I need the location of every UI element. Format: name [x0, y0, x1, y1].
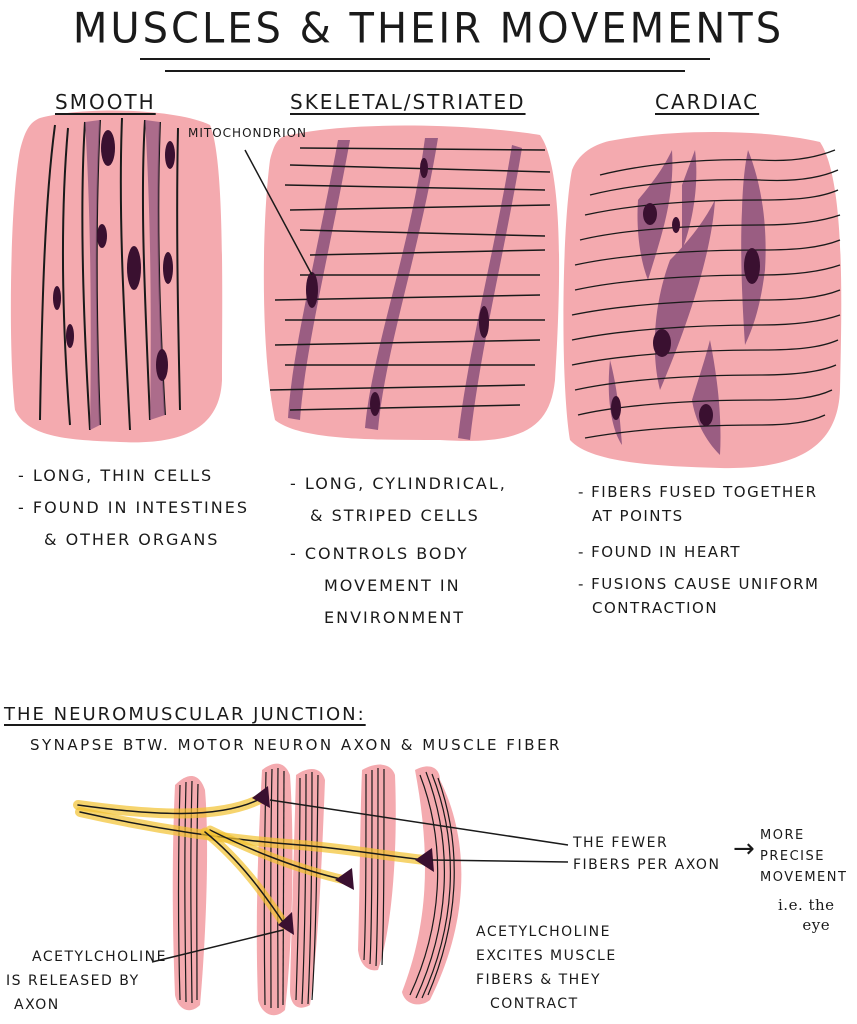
excites-label: ACETYLCHOLINE EXCITES MUSCLE FIBERS & TH… [476, 920, 617, 1016]
example-line-2: eye [802, 916, 831, 934]
skeletal-nuclei [306, 158, 489, 416]
precise-line-1: MORE [760, 828, 805, 843]
smooth-heading: SMOOTH [55, 90, 156, 114]
smooth-muscle-illustration [10, 110, 223, 443]
excites-line-3: FIBERS & THEY [476, 972, 602, 988]
smooth-fibers [39, 117, 181, 431]
example-line-1: i.e. the [778, 896, 835, 914]
arrow-icon: → [733, 834, 757, 864]
cardiac-notes: - FIBERS FUSED TOGETHER AT POINTS - FOUN… [578, 476, 819, 624]
cardiac-note-1: - FIBERS FUSED TOGETHER [578, 483, 818, 501]
released-label: ACETYLCHOLINE IS RELEASED BY AXON [6, 945, 167, 1017]
mitochondrion-label: MITOCHONDRION [188, 126, 308, 140]
page-title: MUSCLES & THEIR MOVEMENTS [72, 4, 785, 54]
precise-line-3: MOVEMENT [760, 870, 848, 885]
junction-heading: THE NEUROMUSCULAR JUNCTION: [4, 704, 366, 725]
skeletal-striations [269, 147, 551, 411]
junction-pink-fibers [172, 763, 462, 1016]
smooth-note-1: - LONG, THIN CELLS [18, 466, 214, 485]
excites-line-2: EXCITES MUSCLE [476, 948, 617, 964]
skeletal-note-1: - LONG, CYLINDRICAL, [290, 474, 507, 493]
smooth-note-2: - FOUND IN INTESTINES [18, 498, 249, 517]
smooth-pink-blob [10, 110, 223, 443]
junction-pointers [151, 799, 569, 963]
junction-subheading: SYNAPSE BTW. MOTOR NEURON AXON & MUSCLE … [30, 736, 562, 754]
skeletal-muscle-illustration [244, 125, 560, 441]
cardiac-heading: CARDIAC [655, 90, 760, 114]
smooth-nuclei [53, 130, 175, 381]
excites-line-1: ACETYLCHOLINE [476, 924, 611, 940]
cardiac-muscle-illustration [563, 131, 842, 469]
fewer-fibers-line-2: FIBERS PER AXON [573, 857, 721, 873]
junction-axon [73, 793, 430, 930]
released-line-2: IS RELEASED BY [6, 973, 140, 989]
fewer-fibers-label: THE FEWER FIBERS PER AXON [573, 832, 720, 876]
title-underline-2 [165, 70, 685, 72]
skeletal-heading: SKELETAL/STRIATED [290, 90, 526, 114]
skeletal-notes: - LONG, CYLINDRICAL, & STRIPED CELLS - C… [290, 468, 507, 634]
title-underline-1 [140, 58, 710, 60]
precise-movement-label: MORE PRECISE MOVEMENT [760, 825, 847, 888]
cardiac-note-4: - FUSIONS CAUSE UNIFORM [578, 575, 820, 593]
released-line-1: ACETYLCHOLINE [32, 949, 167, 965]
eye-example: i.e. the eye [778, 895, 835, 935]
skeletal-fibers [288, 138, 522, 440]
skeletal-note-2: & STRIPED CELLS [310, 506, 480, 525]
junction-fiber-lines [177, 767, 455, 1009]
skeletal-note-5: ENVIRONMENT [324, 608, 466, 627]
released-line-3: AXON [14, 997, 60, 1013]
cardiac-note-2: AT POINTS [592, 507, 684, 525]
skeletal-note-4: MOVEMENT IN [324, 576, 461, 595]
junction-illustration [73, 763, 569, 1016]
smooth-note-3: & OTHER ORGANS [44, 530, 220, 549]
smooth-notes: - LONG, THIN CELLS - FOUND IN INTESTINES… [18, 460, 249, 556]
mitochondrion-pointer [244, 149, 313, 276]
junction-terminals [252, 786, 434, 935]
cardiac-nuclei [611, 203, 760, 426]
cardiac-pink-blob [563, 131, 842, 469]
excites-line-4: CONTRACT [490, 996, 579, 1012]
smooth-cells [85, 120, 165, 430]
fewer-fibers-line-1: THE FEWER [573, 835, 669, 851]
cardiac-note-3: - FOUND IN HEART [578, 543, 742, 561]
precise-line-2: PRECISE [760, 849, 825, 864]
skeletal-note-3: - CONTROLS BODY [290, 544, 469, 563]
cardiac-note-5: CONTRACTION [592, 599, 719, 617]
cardiac-striations [571, 149, 841, 439]
